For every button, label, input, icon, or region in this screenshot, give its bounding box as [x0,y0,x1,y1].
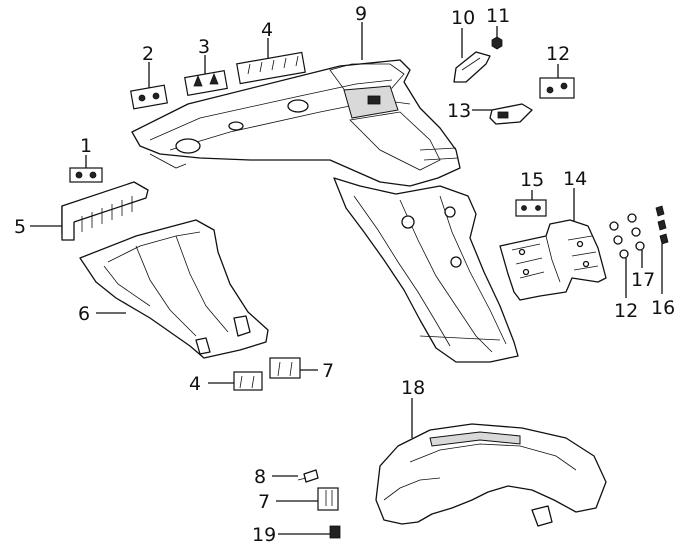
callout-12-top: 12 [546,43,570,65]
callout-labels: 1 2 3 4 5 6 4 7 9 10 11 12 13 14 15 12 1… [14,3,675,546]
finned-bracket [61,181,149,241]
callout-5: 5 [14,216,26,238]
fastener-box-4-top [236,51,306,85]
hardware-column [609,205,669,259]
callout-4-bottom: 4 [189,373,201,395]
under-tray [79,219,269,359]
callout-18: 18 [401,377,425,399]
fastener-box-1 [69,167,103,183]
callout-10: 10 [451,7,475,29]
fastener-box-3 [184,69,228,97]
callout-9: 9 [355,3,367,25]
fastener-box-7-mid [269,357,301,379]
fastener-box-4-bottom [233,371,263,391]
callout-4-top: 4 [261,19,273,41]
callout-14: 14 [563,168,587,190]
leader-lines [30,22,663,535]
rear-fender-subframe [131,59,519,363]
callout-2: 2 [142,43,154,65]
license-plate-bracket [499,219,607,301]
callout-15: 15 [520,169,544,191]
clip-bracket [489,103,533,125]
fastener-box-15 [515,199,547,217]
callout-3: 3 [198,36,210,58]
callout-17: 17 [631,269,655,291]
fastener-19 [329,525,341,539]
callout-11: 11 [486,5,510,27]
callout-16: 16 [651,297,675,319]
fastener-box-2 [130,84,168,110]
callout-1: 1 [80,135,92,157]
fastener-8 [297,469,319,483]
callout-12-bottom: 12 [614,300,638,322]
callout-7-bottom: 7 [258,491,270,513]
fastener-box-7-bottom [317,487,339,511]
callout-19: 19 [252,524,276,546]
fastener-box-12-top [539,77,575,99]
callout-13: 13 [447,100,471,122]
rubber-pad [453,51,491,83]
nut-11 [491,36,503,50]
callout-7-mid: 7 [322,360,334,382]
callout-8: 8 [254,466,266,488]
callout-6: 6 [78,303,90,325]
tail-cover [375,423,607,527]
